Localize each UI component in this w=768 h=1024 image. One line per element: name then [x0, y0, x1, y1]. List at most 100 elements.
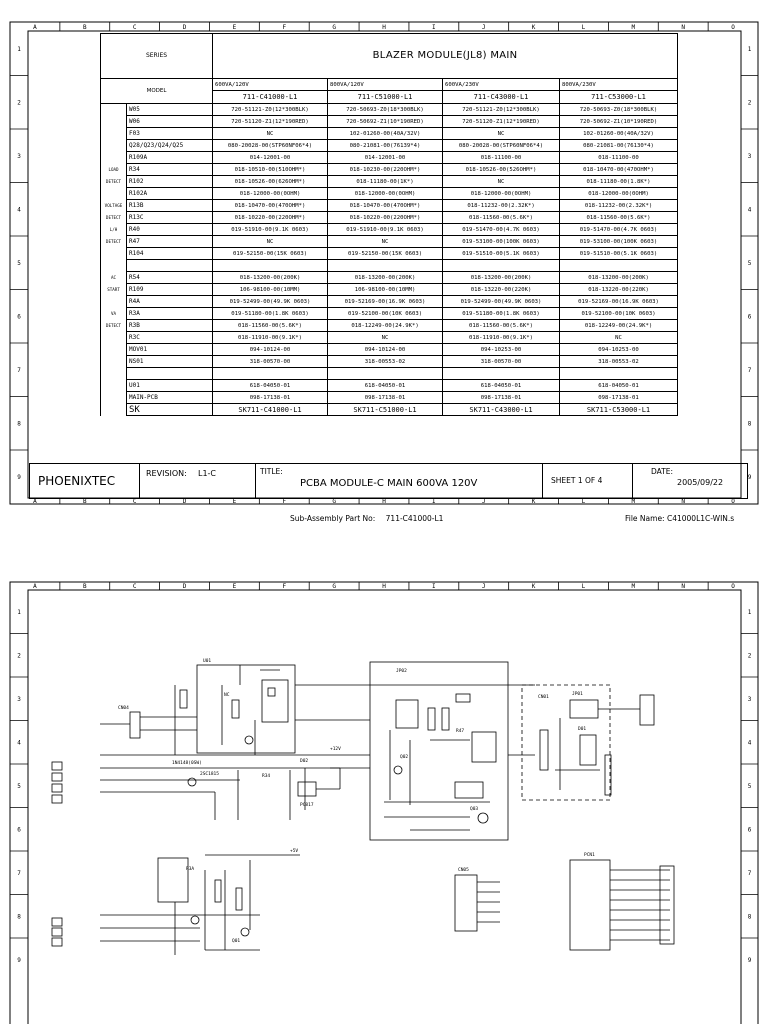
part-number-cell: 720-50693-Z0(18*300BLK): [327, 103, 444, 116]
part-number-cell: [559, 367, 679, 380]
part-number-cell: 018-11560-00(5.6K*): [559, 211, 679, 224]
reference-designator: R104: [125, 247, 214, 260]
part-number-cell: NC: [212, 127, 329, 140]
part-number-cell: 018-11232-00(2.32K*): [559, 199, 679, 212]
frame-row-label: 7: [17, 367, 21, 374]
part-number-cell: 018-12249-00(24.9K*): [327, 319, 444, 332]
sheet-number: SHEET 1 OF 4: [551, 476, 603, 485]
frame-row-label: 3: [17, 153, 21, 160]
frame-row-label: 5: [748, 783, 752, 790]
part-number-cell: 318-00570-00: [212, 355, 329, 368]
q01-label: Q01: [232, 938, 240, 944]
revision-cell: REVISION: L1-C: [140, 464, 256, 498]
title-cell: TITLE: PCBA MODULE-C MAIN 600VA 120V: [256, 464, 543, 498]
series-label: SERIES: [99, 33, 214, 79]
q03-label: Q03: [470, 806, 478, 812]
frame-column-label: L: [582, 583, 586, 590]
frame-row-label: 3: [17, 696, 21, 703]
r3a-label: R3A: [186, 866, 194, 872]
part-number-cell: 098-17138-01: [559, 391, 679, 404]
part-number-cell: [327, 259, 444, 272]
reference-designator: R3B: [125, 319, 214, 332]
part-number-cell: 098-17138-01: [212, 391, 329, 404]
model-cell: 711-C51000-L1: [327, 90, 444, 104]
part-number-cell: 018-10510-00(510OHM*): [212, 163, 329, 176]
frame-row-label: 6: [748, 313, 752, 320]
group-label: [100, 331, 127, 344]
part-number-cell: 019-51470-00(4.7K 0603): [442, 223, 561, 236]
frame-column-label: C: [133, 24, 137, 31]
date-cell: DATE: 2005/09/22: [633, 464, 747, 498]
part-number-cell: NC: [212, 235, 329, 248]
pcn1-label: PCN1: [584, 852, 595, 858]
frame-column-label: F: [282, 498, 286, 505]
part-number-cell: 018-12249-00(24.9K*): [559, 319, 679, 332]
part-number-cell: 018-12000-00(0OHM): [442, 187, 561, 200]
frame-column-label: I: [432, 24, 436, 31]
reference-designator: R109: [125, 283, 214, 296]
part-number-cell: 018-10470-00(470OHM*): [212, 199, 329, 212]
cn04-label: CN04: [118, 705, 129, 711]
frame-column-label: D: [183, 498, 187, 505]
part-number-cell: NC: [327, 235, 444, 248]
rating-row: MODEL 600VA/120V 800VA/120V 600VA/230V 8…: [99, 78, 679, 104]
part-number-cell: 720-51120-Z1(12*190RED): [212, 115, 329, 128]
q02-label: Q02: [400, 754, 408, 760]
frame-row-label: 8: [17, 420, 21, 427]
part-number-cell: 720-51121-Z0(12*300BLK): [442, 103, 561, 116]
group-label: [100, 259, 127, 272]
frame-column-label: A: [33, 498, 37, 505]
frame-row-label: 2: [17, 99, 21, 106]
reference-designator: MAIN-PCB: [125, 391, 214, 404]
part-number-cell: NC: [442, 175, 561, 188]
part-number-cell: 080-21081-00(76130*4): [559, 139, 679, 152]
sheet-cell: SHEET 1 OF 4: [543, 464, 633, 498]
part-number-cell: 019-52499-00(49.9K 0603): [212, 295, 329, 308]
frame-column-label: I: [432, 583, 436, 590]
cn01-label: CN01: [538, 694, 549, 700]
date-label: DATE:: [651, 467, 674, 476]
frame-column-label: H: [382, 498, 386, 505]
part-number-cell: 018-11910-00(9.1K*): [442, 331, 561, 344]
frame-column-label: A: [33, 24, 37, 31]
part-number-cell: 018-13200-00(200K): [559, 271, 679, 284]
frame-column-label: B: [83, 24, 87, 31]
frame-column-label: H: [382, 583, 386, 590]
part-number-cell: 019-51510-00(5.1K 0603): [559, 247, 679, 260]
frame-row-label: 8: [17, 913, 21, 920]
frame-row-label: 4: [17, 206, 21, 213]
part-number-cell: SK711-C43000-L1: [442, 403, 561, 416]
reference-designator: Q28/Q23/Q24/Q25: [125, 139, 214, 152]
group-label: [100, 367, 127, 380]
part-number-cell: 094-10124-00: [212, 343, 329, 356]
frame-column-label: N: [681, 498, 685, 505]
reference-designator: U01: [125, 379, 214, 392]
frame-row-label: 1: [748, 46, 752, 53]
frame-column-label: F: [282, 24, 286, 31]
part-number-cell: 018-11232-00(2.32K*): [442, 199, 561, 212]
rating-cell: 600VA/230V: [442, 78, 561, 91]
part-number-cell: SK711-C41000-L1: [212, 403, 329, 416]
part-number-cell: 094-10253-00: [442, 343, 561, 356]
company-cell: PHOENIXTEC: [30, 464, 140, 498]
reference-designator: NS01: [125, 355, 214, 368]
frame-column-label: E: [233, 583, 237, 590]
reference-designator: F03: [125, 127, 214, 140]
reference-designator: R40: [125, 223, 214, 236]
frame-column-label: I: [432, 498, 436, 505]
frame-column-label: G: [332, 498, 336, 505]
part-number-cell: [327, 367, 444, 380]
part-number-cell: 014-12001-00: [212, 151, 329, 164]
part-number-cell: 019-52100-00(10K 0603): [327, 307, 444, 320]
frame-row-label: 3: [748, 153, 752, 160]
u01-label: U01: [203, 658, 211, 664]
